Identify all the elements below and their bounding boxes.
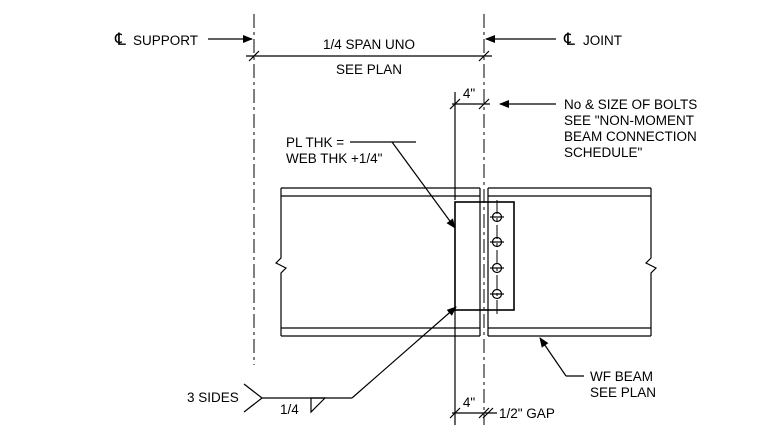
left-break-line <box>274 188 288 336</box>
span-tick-right <box>478 50 490 62</box>
span-tick-left <box>248 50 260 62</box>
bolts-note-line-2: SEE "NON-MOMENT <box>564 113 694 128</box>
joint-cl-symbol: ℄ <box>563 30 575 49</box>
bolts-note-line-1: No & SIZE OF BOLTS <box>564 97 697 112</box>
right-beam <box>487 187 658 337</box>
plate-note-arrow <box>391 141 456 229</box>
shear-plate <box>454 201 515 311</box>
weld-arrow <box>351 306 457 399</box>
beam-note-line-2: SEE PLAN <box>590 385 656 400</box>
support-label: SUPPORT <box>133 33 198 48</box>
beam-note-arrow <box>539 337 567 377</box>
span-dim-top: 1/4 SPAN UNO <box>323 37 415 52</box>
right-break-line <box>644 188 658 336</box>
bolts <box>490 211 504 300</box>
fillet-weld-symbol <box>310 397 327 414</box>
dim-top-tick-left <box>449 98 461 110</box>
plate-note-line-2: WEB THK +1/4" <box>286 151 383 166</box>
joint-label: JOINT <box>583 33 622 48</box>
left-beam <box>274 187 481 337</box>
weld-size-label: 1/4 <box>280 402 299 417</box>
weld-tail <box>243 383 263 413</box>
dim-top-value: 4" <box>463 86 476 101</box>
bolts-note-line-4: SCHEDULE" <box>564 145 643 160</box>
gap-label: 1/2" GAP <box>499 406 555 421</box>
weld-sides-label: 3 SIDES <box>187 390 239 405</box>
dim-top-tick-right <box>478 98 490 110</box>
dim-bottom-tick-left <box>449 407 461 419</box>
support-cl-symbol: ℄ <box>114 30 126 49</box>
bolts-note-line-3: BEAM CONNECTION <box>564 129 697 144</box>
beam-note-line-1: WF BEAM <box>590 369 653 384</box>
dim-bottom-tick-right <box>478 407 490 419</box>
plate-note-line-1: PL THK = <box>286 135 344 150</box>
dim-bottom-value: 4" <box>463 395 476 410</box>
gap-tick <box>482 407 494 419</box>
span-dim-bottom: SEE PLAN <box>336 62 402 77</box>
